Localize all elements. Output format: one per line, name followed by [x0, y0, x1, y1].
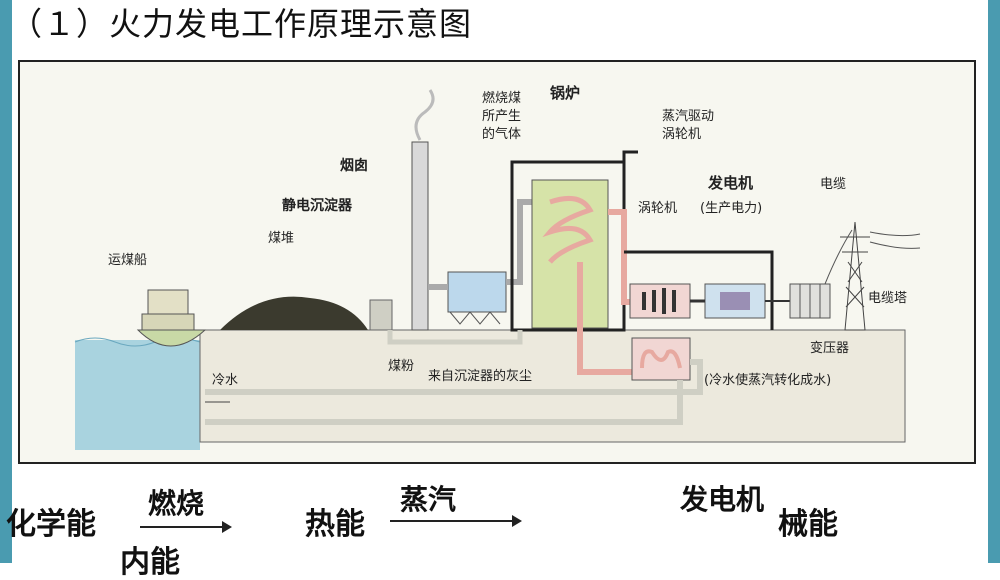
condenser-coil [640, 349, 682, 369]
smoke-plume [414, 89, 435, 141]
condense-note-label: (冷水使蒸汽转化成水) [704, 372, 831, 388]
coal-mill [369, 299, 393, 331]
transformer-label: 变压器 [810, 340, 849, 356]
chimney-stack [411, 141, 429, 331]
turbine-label: 涡轮机 [638, 201, 677, 216]
cold-water-pipe-in [205, 359, 703, 395]
steam-return-pipe [577, 262, 632, 375]
burn-label: 燃烧 [148, 487, 205, 520]
power-plant-diagram: 燃烧煤 所产生 的气体 锅炉 蒸汽驱动 涡轮机 烟囱 静电沉淀器 煤堆 运煤船 … [18, 60, 976, 464]
smoke-gas-label-1: 燃烧煤 [482, 90, 521, 106]
left-frame-bar [0, 0, 12, 563]
boiler-top-line [622, 150, 638, 162]
boiler-coil [542, 195, 594, 264]
cable-tower-shape [824, 221, 921, 331]
steam-turbine-label-2: 涡轮机 [662, 127, 701, 142]
precipitator-box [447, 271, 507, 313]
turbine-blades [642, 288, 676, 314]
diagram-svg: 燃烧煤 所产生 的气体 锅炉 蒸汽驱动 涡轮机 烟囱 静电沉淀器 煤堆 运煤船 … [74, 84, 921, 450]
coal-ship-label: 运煤船 [108, 253, 147, 268]
coal-ship-hull [136, 329, 207, 347]
boiler-body [531, 179, 609, 329]
plant-wall-line [624, 250, 774, 330]
right-frame-bar [988, 0, 1000, 563]
cold-water-label: 冷水 [212, 373, 238, 388]
internal-energy-partial-label: 内能 [120, 545, 180, 580]
arrow-steam [390, 515, 522, 527]
chemical-energy-label: 化学能 [6, 507, 96, 542]
generator-label: 发电机 [707, 174, 753, 192]
precipitator-hoppers [449, 311, 501, 325]
heat-energy-label: 热能 [305, 507, 365, 542]
transformer-shape [789, 283, 831, 319]
coal-ship-deck [141, 313, 195, 331]
arrow-burn [140, 521, 232, 533]
smoke-gas-label-3: 的气体 [482, 126, 521, 142]
smoke-gas-label-2: 所产生 [482, 109, 521, 124]
cable-tower-label: 电缆塔 [868, 290, 907, 306]
coal-ship-cabin [147, 289, 189, 315]
water-body [75, 340, 200, 450]
turbine-box [629, 283, 691, 319]
generator-core [720, 292, 750, 310]
steam-label: 蒸汽 [400, 483, 457, 516]
generator-note-label: (生产电力) [700, 201, 762, 216]
chimney-label: 烟囱 [340, 157, 368, 174]
boiler-label: 锅炉 [550, 84, 580, 102]
mechanical-energy-label: 械能 [778, 507, 838, 542]
duct-boiler-precipitator [506, 199, 532, 285]
steam-turbine-label-1: 蒸汽驱动 [662, 109, 714, 124]
coal-powder-conveyor [387, 330, 523, 345]
coal-pile-label: 煤堆 [268, 231, 294, 246]
page-title: （１）火力发电工作原理示意图 [10, 5, 473, 43]
coal-powder-label: 煤粉 [388, 359, 414, 374]
precipitator-label: 静电沉淀器 [282, 197, 353, 214]
coal-pile-shape [220, 296, 368, 330]
generator-chain-label: 发电机 [680, 483, 765, 516]
ash-label: 来自沉淀器的灰尘 [428, 368, 532, 384]
cold-water-pipe-out [205, 380, 683, 425]
cable-label: 电缆 [820, 176, 846, 192]
